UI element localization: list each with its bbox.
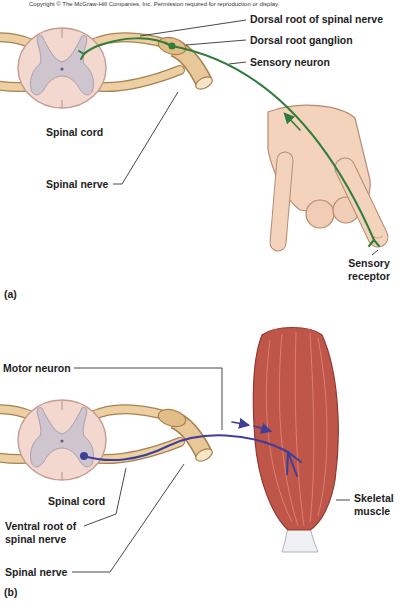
part-label: Motor neuron [3,362,71,375]
motor-neuron [80,422,301,476]
part-label: Spinal nerve [46,178,108,191]
part-label: Sensory neuron [250,56,330,69]
spinal-cord-a [0,28,214,108]
panel-letter: (b) [4,586,17,599]
copyright-note: Copyright © The McGraw-Hill Companies, I… [29,1,279,9]
part-label: Spinal cord [48,495,105,508]
leader-lines-a [113,20,378,255]
part-label: Spinal nerve [5,566,67,579]
part-label: Skeletal muscle [354,492,400,518]
sensory-neuron [79,38,379,246]
part-label: Ventral root of spinal nerve [5,520,85,546]
part-label: Sensory receptor [342,257,396,283]
panel-letter: (a) [4,288,17,301]
leader-lines-b [72,368,350,572]
part-label: Spinal cord [46,126,103,139]
part-label: Dorsal root ganglion [250,34,353,47]
skeletal-muscle [253,328,338,553]
part-label: Dorsal root of spinal nerve [250,13,383,26]
